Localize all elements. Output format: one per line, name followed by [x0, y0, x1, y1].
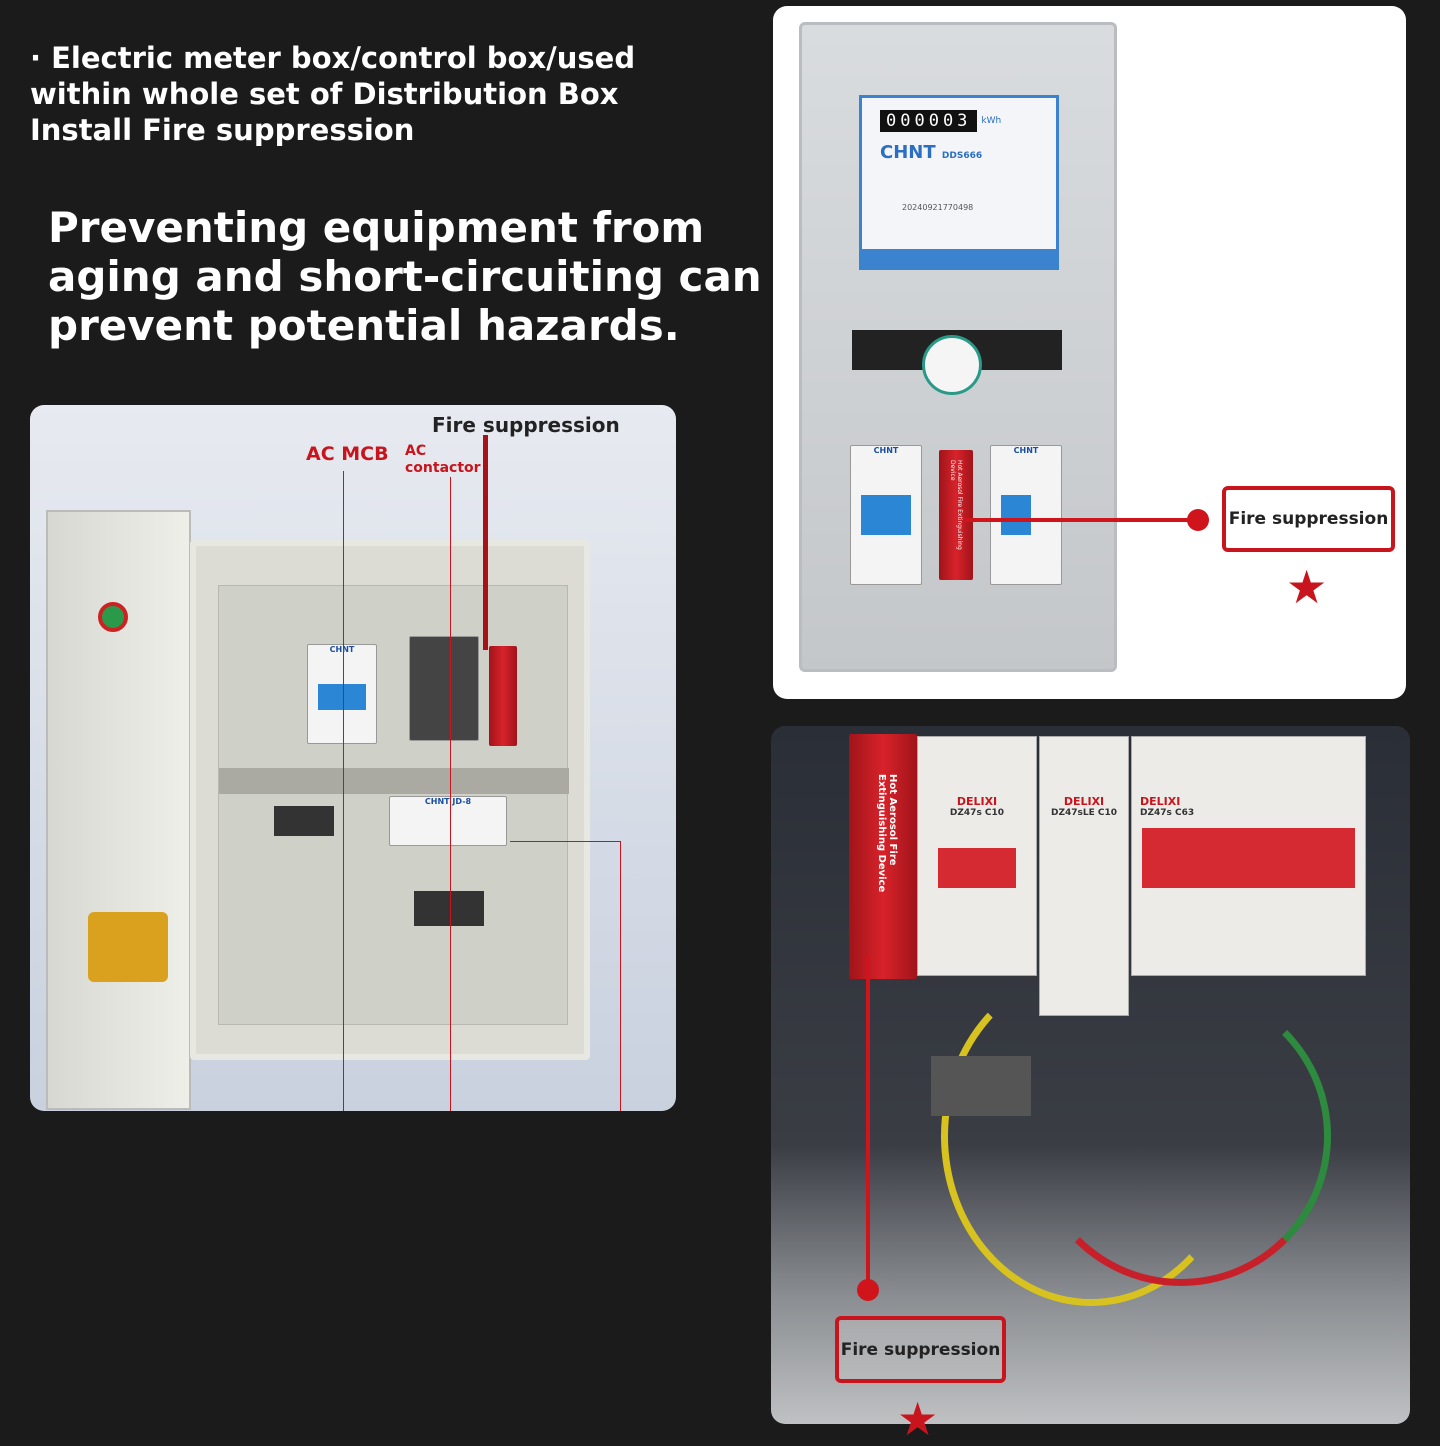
ac-mcb-label: AC MCB [306, 443, 389, 465]
callout-dot [857, 1279, 879, 1301]
ac-contactor-label: AC contactor [405, 443, 481, 476]
star-icon: ★ [897, 1392, 939, 1446]
mcb-pointer-line [343, 471, 344, 1111]
meter-box: 000003 kWh CHNT DDS666 20240921770498 CH… [799, 22, 1117, 672]
breaker-brand: DELIXI [1140, 795, 1181, 808]
meter-serial: 20240921770498 [902, 203, 974, 212]
breaker-model: DZ47sLE C10 [1050, 808, 1118, 818]
mcb-brand: CHNT [329, 645, 355, 654]
fire-suppression-device: Hot Aerosol Fire Extinguishing Device [939, 450, 973, 580]
fire-pointer-line [483, 435, 488, 650]
breaker-model: DZ47s C63 [1140, 808, 1195, 818]
breaker-right: CHNT [990, 445, 1062, 585]
relay-pointer-line [510, 841, 620, 842]
meter-brand: CHNT [880, 142, 936, 163]
ac-mcb: CHNT [307, 644, 377, 744]
breaker-brand: DELIXI [956, 795, 998, 808]
terminal-block [414, 891, 484, 926]
terminal-block [274, 806, 334, 836]
indicator-light [98, 602, 128, 632]
push-buttons [88, 912, 168, 982]
fire-suppression-device: Hot Aerosol Fire Extinguishing Device [849, 734, 917, 979]
distribution-box-photo: Hot Aerosol Fire Extinguishing Device DE… [771, 726, 1410, 1424]
breaker-1: DELIXI DZ47s C10 [917, 736, 1037, 976]
yellow-wire [941, 966, 1241, 1306]
headline: Preventing equipment from aging and shor… [48, 203, 762, 350]
mounting-plate: CHNT CHNT JD-8 [218, 585, 569, 1025]
terminal-block [931, 1056, 1031, 1116]
electric-meter: 000003 kWh CHNT DDS666 20240921770498 [859, 95, 1059, 270]
contactor-pointer-line [450, 477, 451, 1111]
meter-box-photo: 000003 kWh CHNT DDS666 20240921770498 CH… [773, 6, 1406, 699]
device-label: Hot Aerosol Fire Extinguishing Device [876, 774, 898, 893]
fire-suppression-label: Fire suppression [432, 413, 620, 437]
callout-dot [1187, 509, 1209, 531]
control-box-photo: Fire suppression AC MCB AC contactor CHN… [30, 405, 676, 1111]
device-label: Hot Aerosol Fire Extinguishing Device [949, 460, 963, 550]
meter-unit: kWh [981, 116, 1002, 126]
fire-suppression-callout: Fire suppression [835, 1316, 1006, 1383]
relay-model: JD-8 [452, 797, 472, 806]
breaker-brand: DELIXI [1063, 795, 1105, 808]
relay-pointer-line [620, 841, 621, 1111]
din-rail [219, 768, 569, 794]
meter-reading: 000003 [880, 110, 978, 132]
intro-text: · Electric meter box/control box/used wi… [30, 41, 636, 147]
callout-line [965, 518, 1198, 522]
breaker-model: DZ47s C10 [949, 808, 1005, 818]
ac-contactor [409, 636, 479, 741]
seal-logo [922, 335, 982, 395]
breaker-left: CHNT [850, 445, 922, 585]
meter-model: DDS666 [941, 151, 983, 161]
star-icon: ★ [1286, 560, 1328, 614]
callout-line [866, 956, 870, 1286]
fire-suppression-callout: Fire suppression [1222, 486, 1395, 552]
wires [1031, 986, 1331, 1286]
relay-brand: CHNT [424, 797, 450, 806]
fire-suppression-device [489, 646, 517, 746]
breaker-brand: CHNT [873, 446, 899, 455]
breaker-3: DELIXI DZ47s C63 [1131, 736, 1366, 976]
cabinet-door [46, 510, 191, 1110]
relay: CHNT JD-8 [389, 796, 507, 846]
breaker-brand: CHNT [1013, 446, 1039, 455]
